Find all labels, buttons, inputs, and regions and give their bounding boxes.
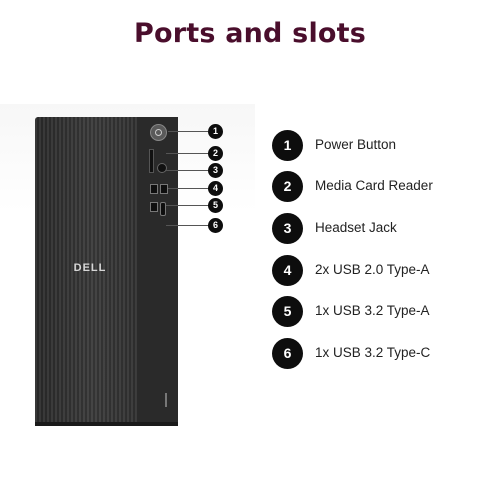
legend-label: 2x USB 2.0 Type-A bbox=[315, 262, 430, 277]
tower-io-panel bbox=[137, 117, 178, 422]
callout-line-6 bbox=[166, 225, 209, 226]
legend-label: Headset Jack bbox=[315, 220, 397, 235]
callout-line-3 bbox=[166, 170, 209, 171]
legend-item-4: 4 2x USB 2.0 Type-A bbox=[272, 255, 492, 286]
legend-number-badge: 2 bbox=[272, 171, 303, 202]
callout-badge-6: 6 bbox=[208, 218, 223, 233]
legend-label: Power Button bbox=[315, 137, 397, 152]
usb-3-type-a-port bbox=[150, 202, 158, 212]
legend-item-5: 5 1x USB 3.2 Type-A bbox=[272, 296, 492, 327]
callout-line-4 bbox=[168, 188, 209, 189]
headset-jack-port bbox=[157, 163, 167, 173]
legend-number-badge: 6 bbox=[272, 338, 303, 369]
callout-line-5 bbox=[166, 205, 209, 206]
media-card-reader-slot bbox=[149, 149, 154, 173]
legend-label: 1x USB 3.2 Type-A bbox=[315, 303, 430, 318]
legend-item-3: 3 Headset Jack bbox=[272, 213, 492, 244]
legend-label: Media Card Reader bbox=[315, 178, 433, 193]
power-button-icon bbox=[150, 124, 167, 141]
legend-item-6: 6 1x USB 3.2 Type-C bbox=[272, 338, 492, 369]
legend-number-badge: 3 bbox=[272, 213, 303, 244]
callout-badge-2: 2 bbox=[208, 146, 223, 161]
legend-number-badge: 1 bbox=[272, 130, 303, 161]
callout-badge-3: 3 bbox=[208, 163, 223, 178]
callout-badge-1: 1 bbox=[208, 124, 223, 139]
legend-item-2: 2 Media Card Reader bbox=[272, 171, 492, 202]
callout-line-1 bbox=[168, 131, 208, 132]
legend-label: 1x USB 3.2 Type-C bbox=[315, 345, 431, 360]
callout-badge-4: 4 bbox=[208, 181, 223, 196]
legend-number-badge: 5 bbox=[272, 296, 303, 327]
usb-2-port-right bbox=[160, 184, 168, 194]
usb-2-port-left bbox=[150, 184, 158, 194]
callout-badge-5: 5 bbox=[208, 198, 223, 213]
callout-line-2 bbox=[166, 153, 209, 154]
page-title: Ports and slots bbox=[133, 18, 367, 49]
activity-led bbox=[165, 393, 167, 407]
legend-item-1: 1 Power Button bbox=[272, 130, 492, 161]
usb-3-type-c-port bbox=[160, 202, 166, 216]
legend-number-badge: 4 bbox=[272, 255, 303, 286]
dell-logo: DELL bbox=[73, 262, 107, 274]
tower-foot bbox=[35, 422, 178, 426]
tower-front-ribs bbox=[35, 117, 137, 422]
